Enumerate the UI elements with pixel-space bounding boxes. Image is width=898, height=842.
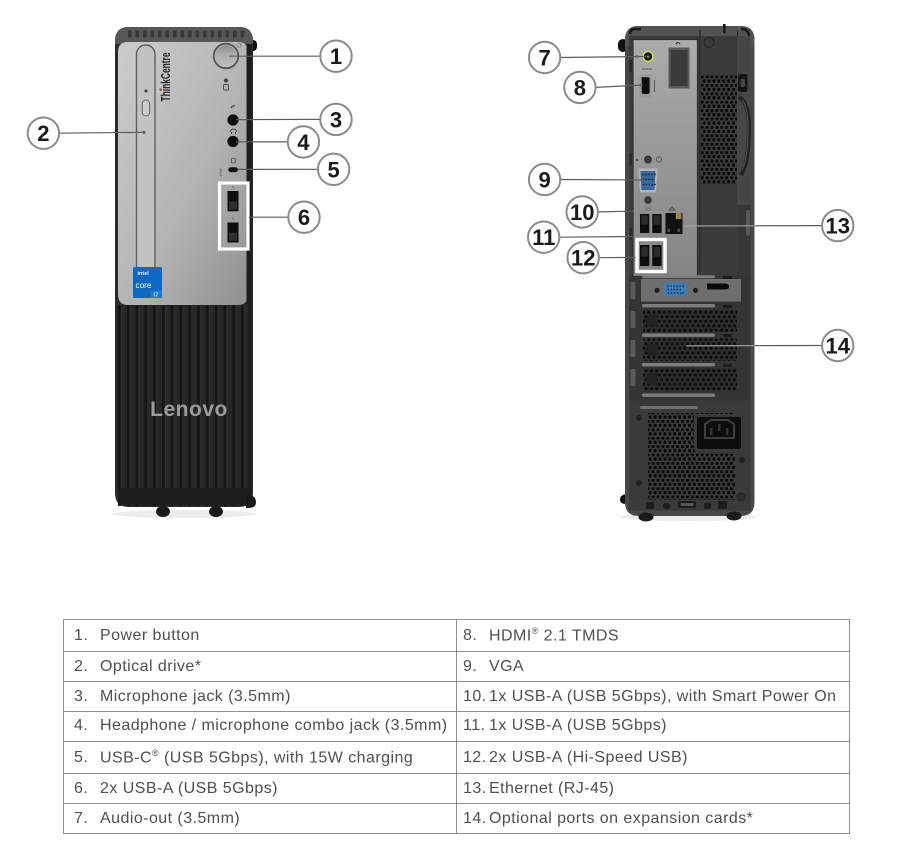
svg-text:7: 7 <box>538 46 550 71</box>
svg-text:Lenovo: Lenovo <box>150 398 228 421</box>
svg-text:3: 3 <box>330 107 342 132</box>
svg-text:14: 14 <box>825 334 850 359</box>
svg-text:ThinkCentre: ThinkCentre <box>158 53 173 102</box>
svg-text:10: 10 <box>570 200 594 225</box>
svg-text:8: 8 <box>574 75 586 100</box>
svg-text:4: 4 <box>297 130 310 155</box>
svg-text:5: 5 <box>327 157 339 182</box>
svg-text:15W: 15W <box>218 168 223 176</box>
svg-text:11: 11 <box>532 225 555 250</box>
svg-text:1: 1 <box>330 44 342 69</box>
svg-text:5: 5 <box>232 216 235 221</box>
svg-text:intel: intel <box>138 271 150 277</box>
svg-text:2: 2 <box>37 121 49 146</box>
svg-text:12: 12 <box>571 246 595 271</box>
svg-text:i7: i7 <box>154 293 159 299</box>
svg-text:13: 13 <box>825 214 849 239</box>
svg-text:SS: SS <box>645 207 651 212</box>
svg-text:6: 6 <box>298 205 310 230</box>
svg-text:5: 5 <box>232 185 235 190</box>
svg-text:core: core <box>136 281 152 290</box>
svg-text:9: 9 <box>538 168 550 193</box>
